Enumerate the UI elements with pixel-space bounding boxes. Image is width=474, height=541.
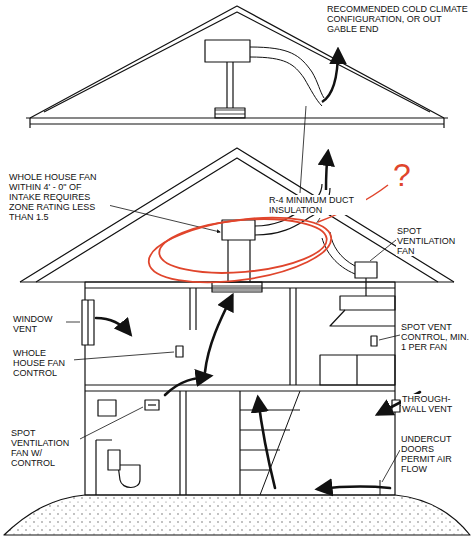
callout-text: UNDERCUT DOORS PERMIT AIR FLOW <box>400 434 470 474</box>
callout-text: SPOT VENTILATION FAN W/ CONTROL <box>10 428 80 468</box>
callout-text: R-4 MINIMUM DUCT INSULATION <box>268 195 366 215</box>
annotation-mark: ? <box>392 158 424 194</box>
note-text: RECOMMENDED COLD CLIMATE CONFIGURATION, … <box>326 4 470 34</box>
callout-text: SPOT VENTILATION FAN <box>396 226 470 256</box>
callout-text: WHOLE HOUSE FAN CONTROL <box>12 348 74 378</box>
callout-text: THROUGH-WALL VENT <box>401 394 465 414</box>
callout-text: WINDOW VENT <box>12 314 66 334</box>
callout-text: WHOLE HOUSE FAN WITHIN 4' - 0" OF INTAKE… <box>8 172 110 222</box>
callout-text: SPOT VENT CONTROL, MIN. 1 PER FAN <box>400 322 470 352</box>
